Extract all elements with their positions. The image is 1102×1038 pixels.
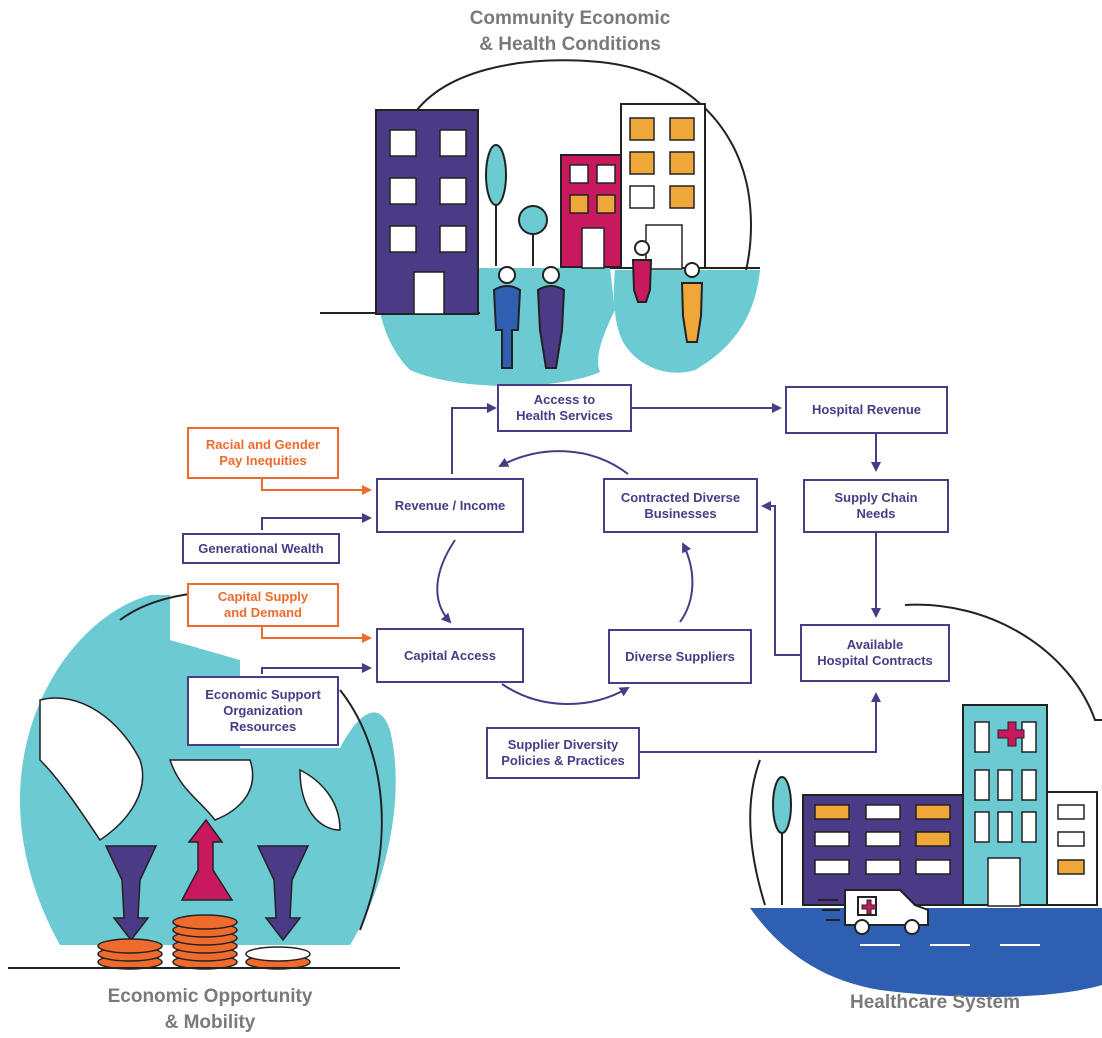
box-economic-support-resources: Economic Support Organization Resources bbox=[187, 676, 339, 746]
ambulance-icon bbox=[818, 889, 929, 935]
arrow-contracts-to-diverse bbox=[761, 501, 800, 656]
box-available-hospital-contracts: Available Hospital Contracts bbox=[800, 624, 950, 682]
section-title-community: Community Economic & Health Conditions bbox=[469, 8, 671, 55]
section-title-economic: Economic Opportunity & Mobility bbox=[107, 986, 313, 1033]
box-revenue-income: Revenue / Income bbox=[376, 478, 524, 533]
connectors bbox=[261, 403, 881, 753]
box-capital-access: Capital Access bbox=[376, 628, 524, 683]
box-supply-chain-needs: Supply Chain Needs bbox=[803, 479, 949, 533]
box-racial-gender-pay-inequities: Racial and Gender Pay Inequities bbox=[187, 427, 339, 479]
arrow-inequities-to-income bbox=[261, 476, 372, 495]
box-contracted-diverse-businesses: Contracted Diverse Businesses bbox=[603, 478, 758, 533]
box-diverse-suppliers: Diverse Suppliers bbox=[608, 629, 752, 684]
arrow-income-to-capital bbox=[436, 539, 456, 624]
arrow-support-to-access bbox=[261, 663, 372, 674]
arrow-diverse-to-income bbox=[498, 450, 629, 475]
arrow-wealth-to-income bbox=[261, 513, 372, 530]
arrow-capital-supply-to-access bbox=[261, 625, 372, 643]
box-hospital-revenue: Hospital Revenue bbox=[785, 386, 948, 434]
arrow-capital-to-suppliers bbox=[501, 683, 630, 705]
box-capital-supply-demand: Capital Supply and Demand bbox=[187, 583, 339, 627]
box-generational-wealth: Generational Wealth bbox=[182, 533, 340, 564]
box-supplier-diversity-policies: Supplier Diversity Policies & Practices bbox=[486, 727, 640, 779]
arrow-suppliers-to-diverse bbox=[679, 542, 694, 623]
arrow-income-to-access bbox=[451, 403, 497, 474]
community-illustration bbox=[320, 59, 760, 386]
arrow-policies-to-contracts bbox=[640, 692, 881, 753]
economic-illustration bbox=[8, 590, 400, 970]
section-title-healthcare: Healthcare System bbox=[849, 992, 1021, 1013]
box-access-health-services: Access to Health Services bbox=[497, 384, 632, 432]
healthcare-illustration bbox=[749, 603, 1102, 997]
